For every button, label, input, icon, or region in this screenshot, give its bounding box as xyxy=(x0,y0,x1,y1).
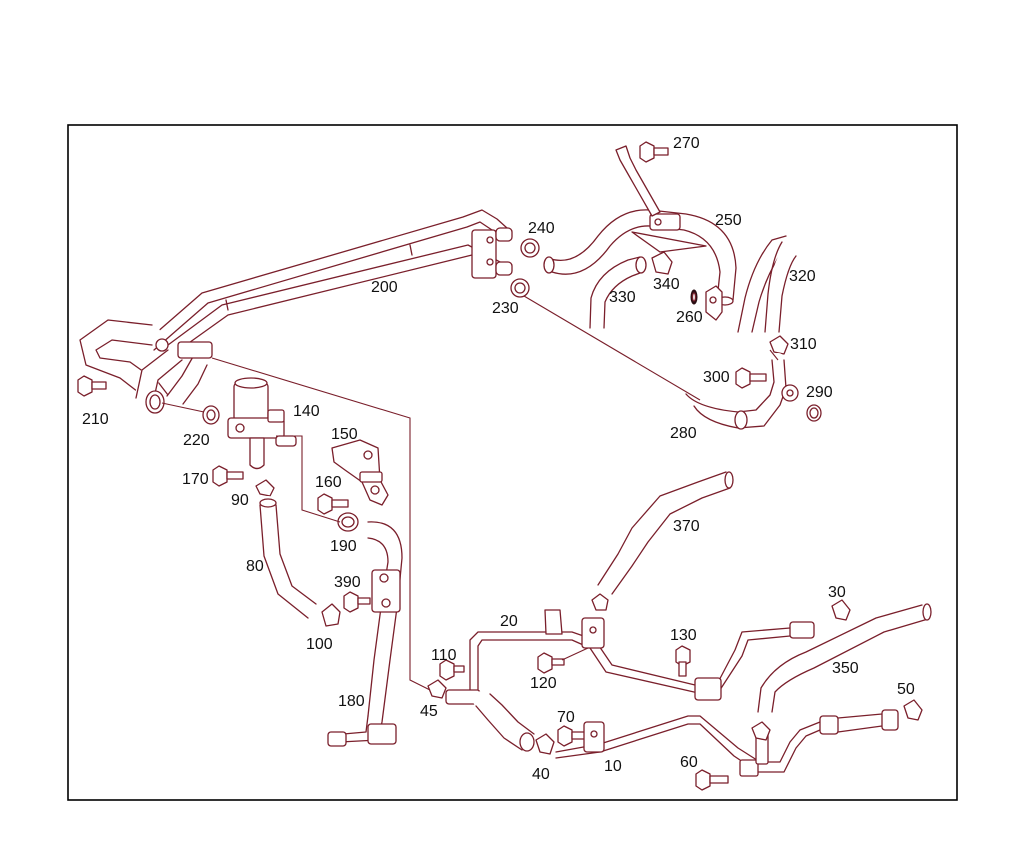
bolt-70 xyxy=(557,725,587,747)
callout-120: 120 xyxy=(530,675,557,692)
callout-100: 100 xyxy=(306,636,333,653)
hose-80 xyxy=(259,496,321,619)
callout-50: 50 xyxy=(897,681,915,698)
clamp-190 xyxy=(337,512,359,532)
callout-300: 300 xyxy=(703,369,730,386)
hose-320 xyxy=(737,235,797,337)
callout-160: 160 xyxy=(315,474,342,491)
pipe-200 xyxy=(144,209,513,356)
callout-390: 390 xyxy=(334,574,361,591)
callout-150: 150 xyxy=(331,426,358,443)
bolt-170 xyxy=(212,465,244,487)
bolt-300 xyxy=(735,367,767,389)
clamp-240 xyxy=(520,238,540,258)
line-10 xyxy=(555,709,899,777)
hose-280 xyxy=(683,353,799,430)
clip-370-end xyxy=(591,593,609,611)
bolt-160 xyxy=(317,493,349,515)
callout-190: 190 xyxy=(330,538,357,555)
callout-220: 220 xyxy=(183,432,210,449)
valve-140 xyxy=(227,377,297,470)
callout-310: 310 xyxy=(790,336,817,353)
callout-170: 170 xyxy=(182,471,209,488)
callout-230: 230 xyxy=(492,300,519,317)
bracket-270 xyxy=(615,141,669,217)
hose-40 xyxy=(473,691,555,755)
hose-180 xyxy=(324,521,403,756)
part-45 xyxy=(427,679,481,705)
leader-lines xyxy=(161,295,779,691)
callout-200: 200 xyxy=(371,279,398,296)
line-20 xyxy=(469,609,815,701)
hose-370 xyxy=(597,471,735,597)
bolt-210 xyxy=(77,375,107,397)
callout-180: 180 xyxy=(338,693,365,710)
bolt-120 xyxy=(537,652,565,674)
clamp-100 xyxy=(321,603,341,627)
bolt-130 xyxy=(675,645,691,677)
callout-260: 260 xyxy=(676,309,703,326)
hose-330 xyxy=(589,256,647,335)
bolt-60 xyxy=(695,769,729,791)
callout-140: 140 xyxy=(293,403,320,420)
callout-labels: 270 250 240 320 200 340 330 230 260 310 … xyxy=(82,135,915,783)
bolt-390 xyxy=(343,591,371,613)
clamp-50 xyxy=(903,699,923,721)
callout-210: 210 xyxy=(82,411,109,428)
ring-290 xyxy=(806,404,822,422)
callout-290: 290 xyxy=(806,384,833,401)
callout-370: 370 xyxy=(673,518,700,535)
callout-130: 130 xyxy=(670,627,697,644)
callout-320: 320 xyxy=(789,268,816,285)
callout-350: 350 xyxy=(832,660,859,677)
callout-330: 330 xyxy=(609,289,636,306)
left-hose-bundle xyxy=(77,319,213,414)
bolt-110 xyxy=(439,659,465,681)
callout-60: 60 xyxy=(680,754,698,771)
diagram-frame xyxy=(67,124,958,801)
callout-20: 20 xyxy=(500,613,518,630)
callout-340: 340 xyxy=(653,276,680,293)
clamp-340 xyxy=(651,251,673,275)
bracket-150 xyxy=(331,439,389,506)
clamp-230 xyxy=(510,278,530,298)
callout-45: 45 xyxy=(420,703,438,720)
clamp-220 xyxy=(202,405,220,425)
callout-90: 90 xyxy=(231,492,249,509)
callout-30: 30 xyxy=(828,584,846,601)
callout-70: 70 xyxy=(557,709,575,726)
callout-40: 40 xyxy=(532,766,550,783)
callout-250: 250 xyxy=(715,212,742,229)
callout-240: 240 xyxy=(528,220,555,237)
callout-10: 10 xyxy=(604,758,622,775)
callout-80: 80 xyxy=(246,558,264,575)
seal-260 xyxy=(690,285,723,321)
clip-90 xyxy=(255,479,275,497)
clip-310 xyxy=(769,335,789,355)
hose-350 xyxy=(757,603,932,717)
callout-280: 280 xyxy=(670,425,697,442)
clamp-30 xyxy=(831,599,851,621)
callout-110: 110 xyxy=(431,647,457,664)
callout-270: 270 xyxy=(673,135,700,152)
hose-250 xyxy=(543,209,737,308)
